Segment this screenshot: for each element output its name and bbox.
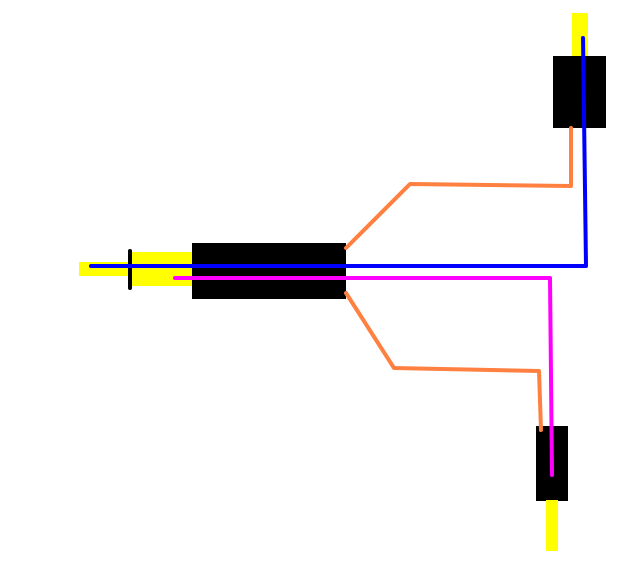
signal-wire-magenta <box>173 276 554 477</box>
ground-wire-top <box>344 126 573 250</box>
ground-wire-bottom <box>344 291 543 432</box>
main-plug-body <box>192 243 346 299</box>
top-plug <box>553 13 606 128</box>
top-plug-body <box>553 56 606 128</box>
main-plug <box>79 243 346 299</box>
bottom-plug-tip <box>546 500 558 551</box>
signal-wire-blue <box>89 36 588 268</box>
top-plug-tip <box>572 13 588 57</box>
main-plug-sleeve <box>132 252 194 286</box>
